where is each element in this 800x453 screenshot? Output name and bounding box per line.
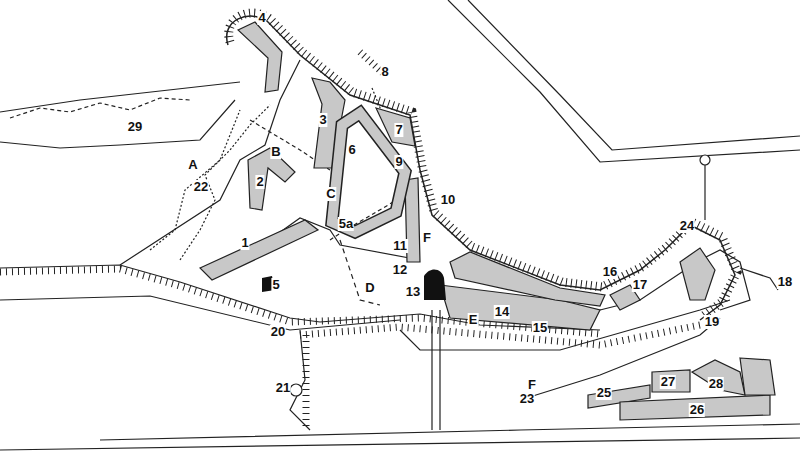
callout-number: 26	[689, 403, 705, 417]
callout-number: 17	[632, 278, 648, 292]
callout-number: 3	[318, 113, 327, 127]
callout-number: D	[364, 281, 375, 295]
callout-number: 27	[660, 375, 676, 389]
callout-number: 25	[596, 386, 612, 400]
callout-number: 14	[494, 305, 510, 319]
callout-number: B	[270, 145, 281, 159]
callout-number: E	[468, 313, 479, 327]
callout-number: 10	[440, 193, 456, 207]
callout-number: 18	[777, 275, 793, 289]
callout-number: 13	[405, 285, 421, 299]
callout-number: 12	[392, 263, 408, 277]
callout-number: 11	[392, 239, 408, 253]
callout-number: 2	[255, 175, 264, 189]
callout-number: 19	[704, 315, 720, 329]
callout-number: 22	[193, 180, 209, 194]
callout-number: 7	[394, 123, 403, 137]
callout-number: 16	[602, 265, 618, 279]
callout-number: A	[187, 158, 198, 172]
callout-number: C	[325, 187, 336, 201]
callout-number: 24	[679, 219, 695, 233]
callout-number: 8	[380, 65, 389, 79]
callout-number: 9	[394, 155, 403, 169]
callout-number: 20	[270, 325, 286, 339]
callout-number: 5	[271, 278, 280, 292]
callout-number: 21	[275, 381, 291, 395]
callout-number: 28	[708, 377, 724, 391]
callout-number: 23	[519, 392, 535, 406]
callout-number: 5a	[338, 217, 354, 231]
callout-number: 15	[532, 321, 548, 335]
callout-number: F	[527, 378, 537, 392]
callout-number: 1	[240, 236, 249, 250]
callout-number: F	[422, 231, 432, 245]
callout-number: 6	[347, 143, 356, 157]
callout-number: 4	[257, 11, 266, 25]
callout-number: 29	[127, 120, 143, 134]
